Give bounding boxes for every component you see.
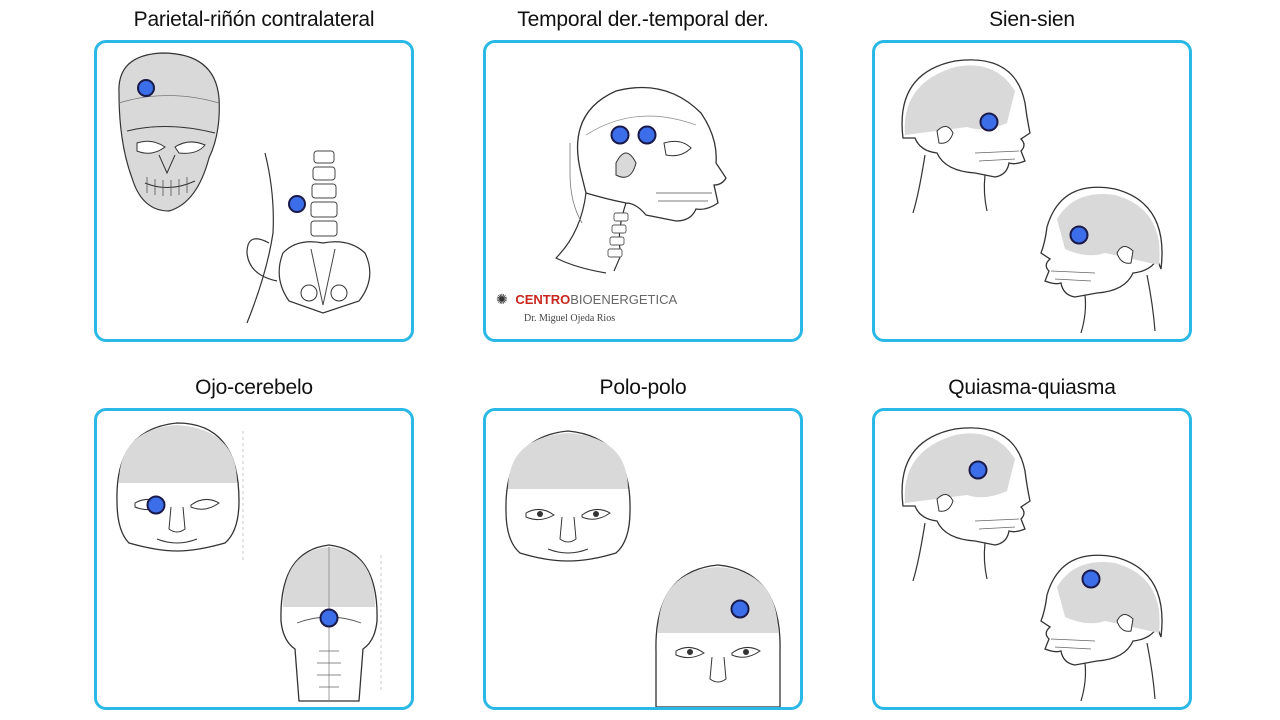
marker-temporal-2 [637, 125, 657, 145]
panel-title: Ojo-cerebelo [195, 376, 313, 399]
panel-frame [94, 40, 414, 342]
skull-side-illustration [554, 86, 727, 274]
panel-frame [483, 408, 803, 710]
panel-frame [94, 408, 414, 710]
panel-title: Parietal-riñón contralateral [133, 8, 375, 31]
marker-quiasma-1 [968, 460, 988, 480]
marker-quiasma-2 [1081, 569, 1101, 589]
panel-title: Polo-polo [599, 376, 687, 399]
front-and-back-head-illustration [116, 422, 382, 702]
marker-sien-1 [979, 112, 999, 132]
marker-temporal-1 [610, 125, 630, 145]
logo-author: Dr. Miguel Ojeda Rios [524, 313, 616, 324]
panel-title: Quiasma-quiasma [948, 376, 1116, 399]
skull-and-spine-illustration [118, 52, 371, 324]
marker-rinon [288, 195, 306, 213]
centrobioenergetica-logo: ✺ CENTROBIOENERGETICA Dr. Miguel Ojeda R… [496, 291, 796, 331]
logo-brand-red: CENTRO [515, 292, 571, 307]
marker-sien-2 [1069, 225, 1089, 245]
marker-ojo [146, 495, 166, 515]
panel-frame: ✺ CENTROBIOENERGETICA Dr. Miguel Ojeda R… [483, 40, 803, 342]
marker-cerebelo [319, 608, 339, 628]
logo-figure-icon: ✺ [496, 291, 508, 307]
panel-frame [872, 408, 1192, 710]
two-heads-profile-illustration [901, 427, 1163, 702]
two-front-heads-illustration [505, 430, 781, 707]
panel-title: Sien-sien [989, 8, 1075, 31]
logo-brand-grey: BIOENERGETICA [570, 292, 678, 307]
panel-title: Temporal der.-temporal der. [517, 8, 769, 31]
marker-polo [730, 599, 750, 619]
marker-parietal [137, 79, 155, 97]
panel-frame [872, 40, 1192, 342]
two-heads-profile-illustration [901, 59, 1163, 334]
